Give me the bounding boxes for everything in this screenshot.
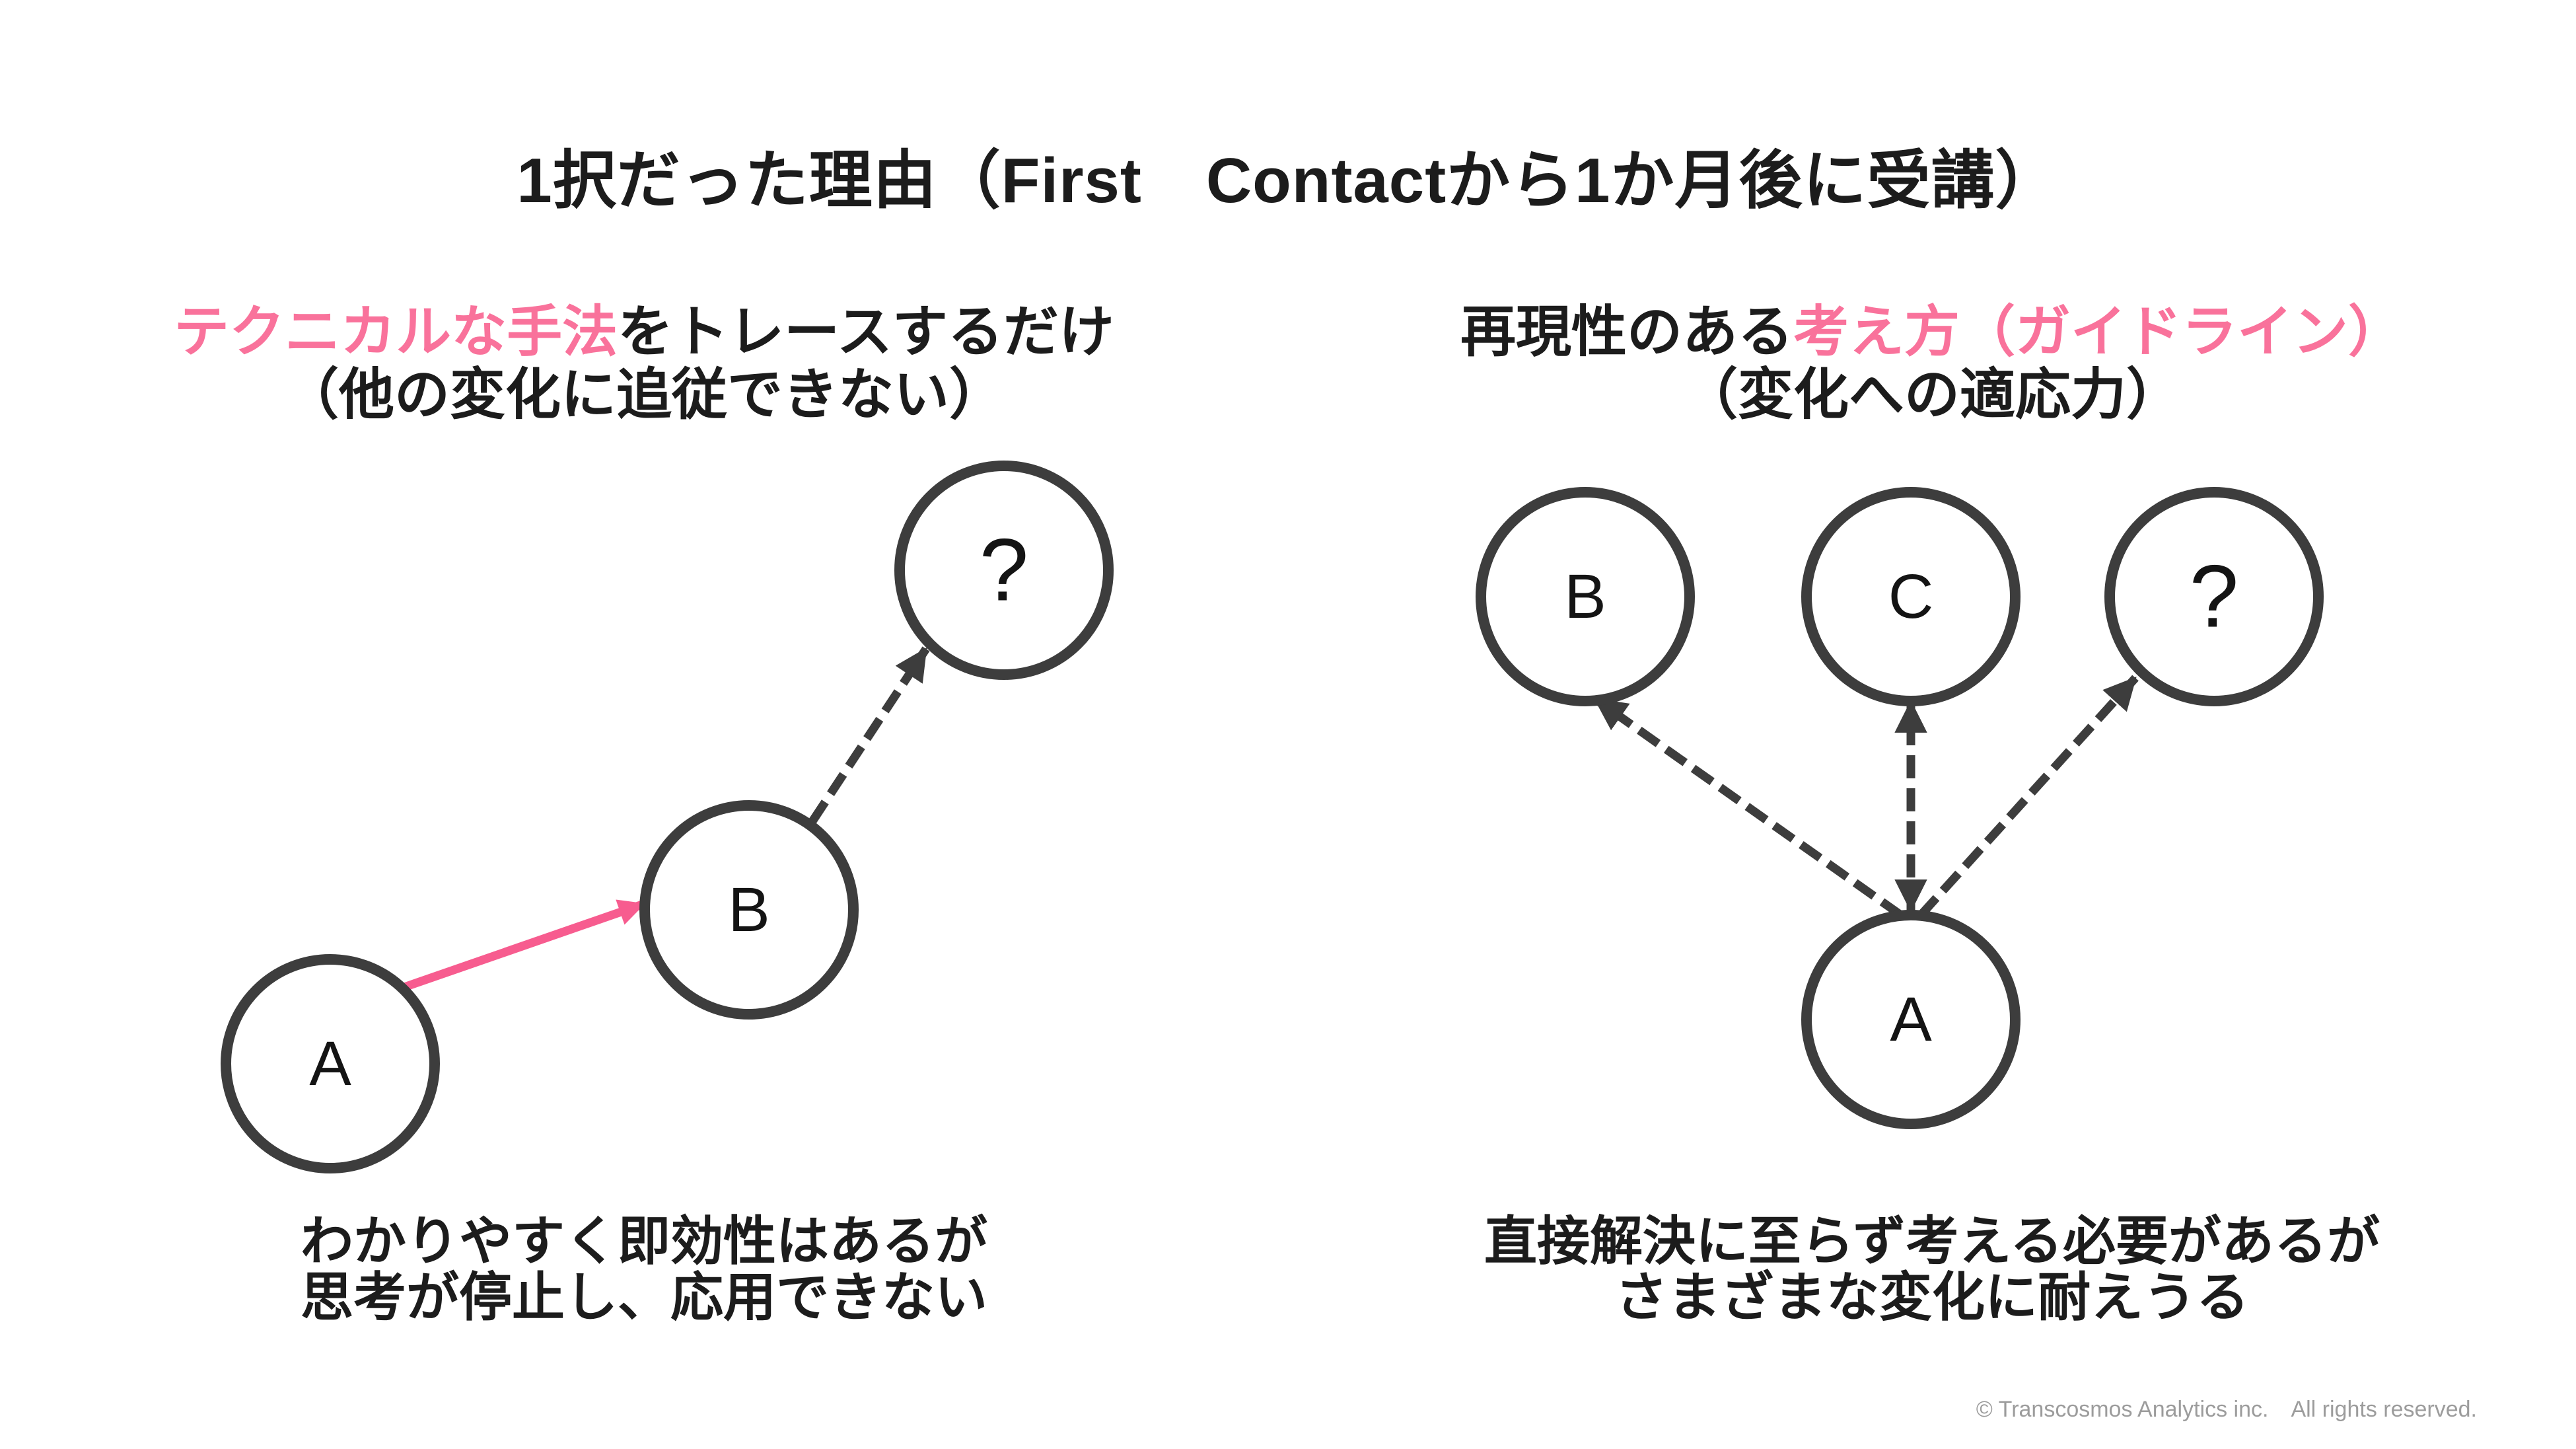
node-left-a-circle [221, 954, 440, 1173]
node-right-a: A [1801, 910, 2021, 1129]
edge-right-a-to-b-arrow [1592, 695, 1904, 919]
node-right-q-label: ? [2190, 548, 2239, 646]
node-right-b: B [1476, 487, 1695, 706]
left-heading-line1: テクニカルな手法をトレースするだけ [0, 301, 1288, 363]
node-left-q: ? [894, 461, 1114, 680]
edge-left-b-to-q-arrow [808, 646, 930, 824]
right-heading-line1: 再現性のある考え方（ガイドライン） [1288, 301, 2576, 363]
node-left-b-circle [639, 800, 859, 1020]
node-right-a-label: A [1890, 985, 1932, 1055]
left-heading: テクニカルな手法をトレースするだけ （他の変化に追従できない） [0, 301, 1288, 426]
left-heading-pink-text: テクニカルな手法 [174, 301, 618, 363]
right-heading-line2: （変化への適応力） [1682, 363, 2182, 426]
node-left-q-label: ? [980, 521, 1029, 620]
right-heading: 再現性のある考え方（ガイドライン） （変化への適応力） [1288, 301, 2576, 426]
right-caption-line2: さまざまな変化に耐えうる [1615, 1268, 2249, 1327]
right-heading-black-text: 再現性のある [1460, 301, 1793, 363]
edge-left-a-to-b-arrow [402, 899, 646, 992]
left-caption: わかりやすく即効性はあるが 思考が停止し、応用できない [0, 1213, 1288, 1325]
node-left-b-label: B [728, 875, 769, 945]
node-right-c: C [1801, 487, 2021, 706]
node-right-c-label: C [1888, 562, 1934, 632]
left-caption-line1: わかりやすく即効性はあるが [301, 1212, 987, 1271]
node-left-b: B [639, 800, 859, 1020]
node-right-a-circle [1801, 910, 2021, 1129]
left-heading-black-text: をトレースするだけ [618, 301, 1114, 363]
right-caption-line1: 直接解決に至らず考える必要があるが [1484, 1212, 2380, 1271]
edge-right-a-to-q-arrow [1917, 675, 2139, 918]
left-caption-line2: 思考が停止し、応用できない [301, 1268, 987, 1327]
copyright-footer: © Transcosmos Analytics inc. All rights … [1976, 1397, 2477, 1422]
right-caption: 直接解決に至らず考える必要があるが さまざまな変化に耐えうる [1288, 1213, 2576, 1325]
node-right-c-circle [1801, 487, 2021, 706]
node-right-q: ? [2104, 487, 2324, 706]
node-right-b-label: B [1564, 562, 1606, 632]
node-right-q-circle [2104, 487, 2324, 706]
right-heading-pink-text: 考え方（ガイドライン） [1793, 301, 2404, 363]
nodes-layer: A B? B C? A [221, 461, 2324, 1173]
slide-title: 1択だった理由（First Contactから1か月後に受講） [517, 145, 2059, 216]
node-left-a-label: A [309, 1029, 351, 1099]
left-heading-line2: （他の変化に追従できない） [283, 363, 1005, 426]
edges-layer [402, 646, 2139, 992]
node-right-b-circle [1476, 487, 1695, 706]
node-left-q-circle [894, 461, 1114, 680]
node-left-a: A [221, 954, 440, 1173]
